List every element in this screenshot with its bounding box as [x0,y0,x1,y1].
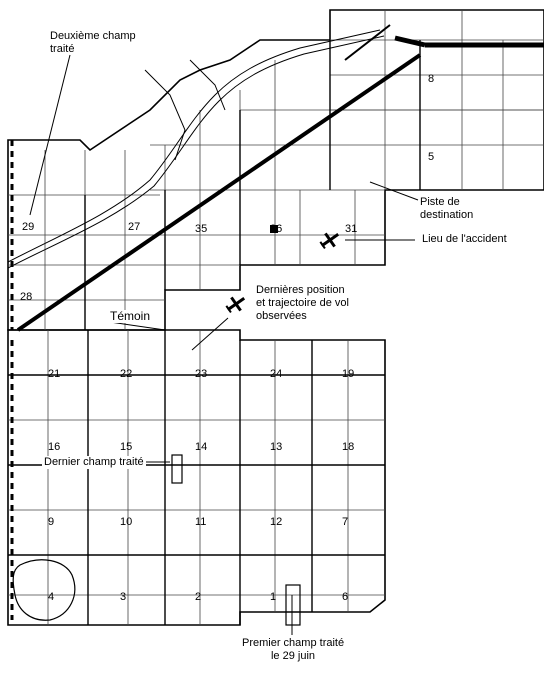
section-11: 11 [195,516,206,528]
runway [394,35,544,48]
airplane-icon [225,296,246,314]
annotation-second-field: Deuxième champ traité [50,30,136,56]
first-field-marker [285,584,301,626]
section-9: 9 [48,516,54,528]
section-13: 13 [270,441,282,453]
last-position-line2: et trajectoire de vol [256,297,349,309]
section-14: 14 [195,441,207,453]
annotation-leaders [29,54,419,635]
section-35: 35 [195,223,207,235]
annotation-witness: Témoin [108,309,153,323]
flight-path-line [16,53,422,332]
township-grid-north [8,10,544,330]
last-position-line1: Dernières position [256,284,345,296]
section-4: 4 [48,591,54,603]
highway [7,29,385,269]
runway-line2: destination [420,209,474,221]
last-field-marker [171,454,183,484]
section-2: 2 [195,591,201,603]
section-23: 23 [195,368,207,380]
map-boundary [7,9,544,626]
section-15: 15 [120,441,132,453]
second-field-line1: Deuxième champ [50,30,136,42]
section-7: 7 [342,516,348,528]
section-8: 8 [428,73,434,85]
section-18: 18 [342,441,354,453]
lake-shape [12,559,76,621]
last-field-label: Dernier champ traité [44,456,144,468]
section-21: 21 [48,368,60,380]
airplane-icon [319,232,340,250]
annotation-last-field: Dernier champ traité [42,456,146,469]
section-3: 3 [120,591,126,603]
section-28: 28 [20,291,32,303]
accident-site-label: Lieu de l'accident [422,233,507,245]
runway-diagonal [344,24,391,61]
annotation-last-position: Dernières position et trajectoire de vol… [256,284,349,323]
first-field-line2: le 29 juin [270,650,316,662]
first-field-line1: Premier champ traité [242,637,345,649]
section-31: 31 [345,223,357,235]
last-position-line3: observées [256,310,307,322]
second-field-line2: traité [50,43,75,55]
section-lines [8,40,421,625]
section-6: 6 [342,591,348,603]
accident-parcel [270,225,278,233]
section-22: 22 [120,368,132,380]
annotation-first-field: Premier champ traité le 29 juin [242,637,344,663]
section-12: 12 [270,516,282,528]
section-1: 1 [270,591,276,603]
section-27: 27 [128,221,140,233]
annotation-runway: Piste de destination [420,196,473,222]
section-number-labels: 35 36 31 29 28 27 21 22 23 24 19 16 15 1… [20,73,434,603]
section-16: 16 [48,441,60,453]
runway-line1: Piste de [420,196,460,208]
section-10: 10 [120,516,132,528]
section-24: 24 [270,368,282,380]
section-5: 5 [428,151,434,163]
section-19: 19 [342,368,354,380]
section-29: 29 [22,221,34,233]
witness-label: Témoin [110,309,151,323]
annotation-accident-site: Lieu de l'accident [422,233,507,246]
